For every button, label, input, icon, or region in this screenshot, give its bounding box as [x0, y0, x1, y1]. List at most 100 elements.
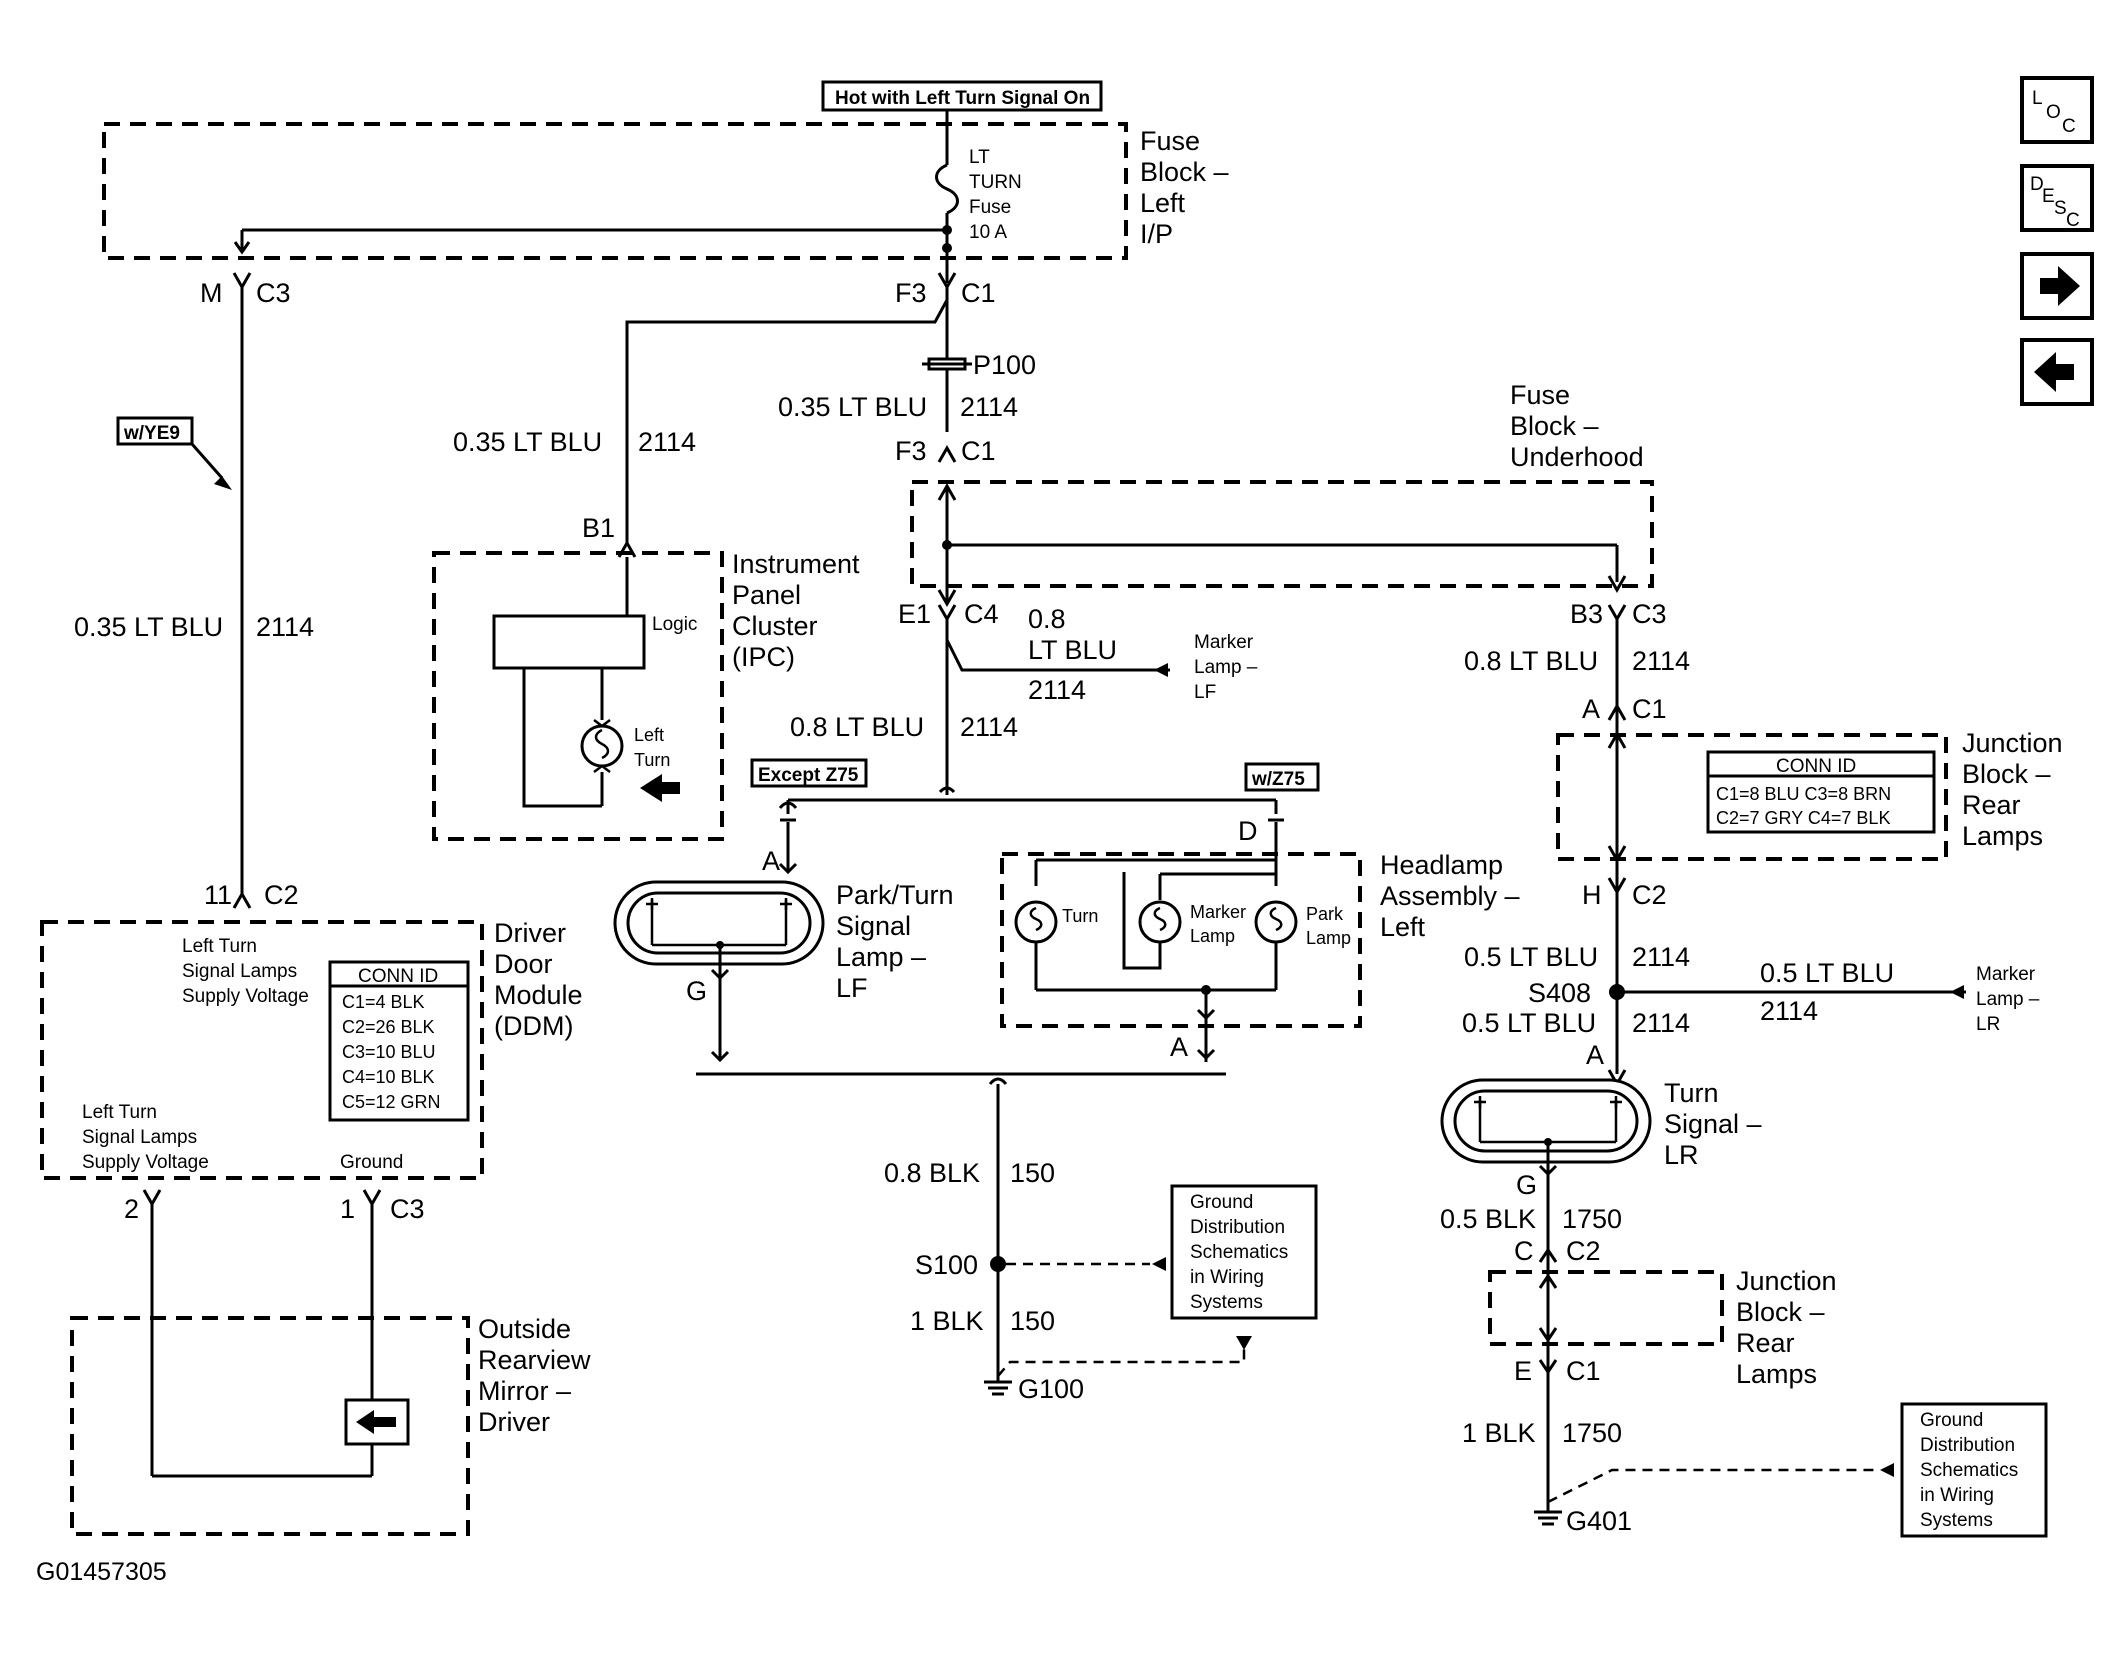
svg-text:2114: 2114 — [960, 392, 1018, 422]
fuse-block-left-ip: Hot with Left Turn Signal On LT TURN Fus… — [102, 80, 1229, 283]
svg-text:Instrument: Instrument — [732, 549, 860, 579]
svg-text:Block –: Block – — [1140, 157, 1229, 187]
svg-text:(DDM): (DDM) — [494, 1011, 573, 1041]
svg-text:CONN ID: CONN ID — [358, 966, 438, 987]
nav-next-button[interactable] — [2020, 252, 2094, 320]
svg-text:G401: G401 — [1566, 1506, 1632, 1536]
svg-text:2114: 2114 — [638, 427, 696, 457]
svg-text:A: A — [1170, 1032, 1188, 1062]
svg-text:Logic: Logic — [652, 614, 697, 635]
svg-text:C2: C2 — [1566, 1236, 1601, 1266]
svg-text:C2: C2 — [1632, 880, 1667, 910]
park-turn-signal-lamp-lf: G Park/Turn Signal Lamp – LF — [613, 880, 954, 1063]
ground-distribution-note-right — [1900, 1402, 2048, 1538]
junction-block-rear-lamps-top: CONN ID C1=8 BLU C3=8 BRN C2=7 GRY C4=7 … — [1556, 728, 2063, 864]
instrument-panel-cluster: 0.35 LT BLU 2114 B1 Logic Left Turn Inst… — [432, 427, 860, 841]
svg-text:Distribution: Distribution — [1190, 1217, 1285, 1238]
rear-lamp-chain-lr: H C2 0.5 LT BLU 2114 S408 0.5 LT BLU 211… — [1440, 877, 2040, 1512]
arrow-right-icon — [2040, 266, 2080, 306]
svg-text:Headlamp: Headlamp — [1380, 850, 1503, 880]
svg-text:Underhood: Underhood — [1510, 442, 1644, 472]
svg-text:LF: LF — [836, 973, 868, 1003]
svg-text:Systems: Systems — [1920, 1510, 1993, 1531]
svg-text:10 A: 10 A — [969, 222, 1007, 243]
svg-text:LT: LT — [969, 147, 990, 168]
svg-text:Mirror –: Mirror – — [478, 1376, 571, 1406]
lt-turn-fuse — [935, 163, 959, 215]
svg-text:Module: Module — [494, 980, 583, 1010]
svg-text:Left: Left — [1380, 912, 1426, 942]
svg-text:w/Z75: w/Z75 — [1251, 769, 1305, 790]
svg-text:(IPC): (IPC) — [732, 642, 795, 672]
connector-e1-c4: E1 C4 0.8 LT BLU 2114 Marker Lamp – LF 0… — [790, 599, 1258, 795]
nav-desc-button[interactable]: D E S C — [2020, 164, 2094, 232]
svg-text:C4=10 BLK: C4=10 BLK — [342, 1067, 435, 1087]
svg-text:w/YE9: w/YE9 — [123, 423, 180, 444]
svg-text:F3: F3 — [895, 436, 927, 466]
svg-text:LT BLU: LT BLU — [1028, 635, 1117, 665]
svg-text:G: G — [686, 976, 707, 1006]
nav-loc-button[interactable]: L O C — [2020, 76, 2094, 144]
svg-text:Rear: Rear — [1962, 790, 2021, 820]
svg-text:2114: 2114 — [1632, 646, 1690, 676]
svg-text:Schematics: Schematics — [1920, 1460, 2018, 1481]
svg-text:150: 150 — [1010, 1306, 1055, 1336]
arrow-left-icon — [356, 1410, 396, 1434]
svg-text:0.35 LT BLU: 0.35 LT BLU — [74, 612, 223, 642]
svg-text:Lamp –: Lamp – — [836, 942, 926, 972]
svg-text:M: M — [200, 278, 223, 308]
svg-text:0.35 LT BLU: 0.35 LT BLU — [453, 427, 602, 457]
svg-text:Marker: Marker — [1190, 902, 1246, 922]
svg-text:Lamp: Lamp — [1190, 926, 1235, 946]
svg-text:0.5 BLK: 0.5 BLK — [1440, 1204, 1536, 1234]
svg-text:Distribution: Distribution — [1920, 1435, 2015, 1456]
option-ye9-note: w/YE9 0.35 LT BLU 2114 — [74, 416, 314, 642]
ground-bus-g100: 0.8 BLK 150 S100 1 BLK 150 G100 Ground D… — [696, 1072, 1318, 1404]
svg-text:1750: 1750 — [1562, 1418, 1622, 1448]
svg-text:C3=10 BLU: C3=10 BLU — [342, 1042, 436, 1062]
svg-text:Schematics: Schematics — [1190, 1242, 1288, 1263]
svg-text:0.8: 0.8 — [1028, 604, 1066, 634]
svg-text:C3: C3 — [256, 278, 291, 308]
svg-text:C3: C3 — [1632, 599, 1667, 629]
nav-prev-button[interactable] — [2020, 338, 2094, 406]
svg-text:0.8 LT BLU: 0.8 LT BLU — [1464, 646, 1598, 676]
svg-text:G: G — [1516, 1170, 1537, 1200]
svg-text:C2=26 BLK: C2=26 BLK — [342, 1017, 435, 1037]
svg-text:C1: C1 — [1566, 1356, 1601, 1386]
fuse-block-underhood: Fuse Block – Underhood — [910, 380, 1654, 608]
svg-text:2114: 2114 — [1632, 1008, 1690, 1038]
svg-text:L: L — [2032, 88, 2043, 109]
svg-text:Outside: Outside — [478, 1314, 571, 1344]
connector-b3-c3: B3 C3 0.8 LT BLU 2114 A C1 — [1464, 599, 1690, 985]
svg-text:Supply Voltage: Supply Voltage — [82, 1152, 209, 1173]
svg-text:Marker: Marker — [1194, 632, 1254, 653]
svg-text:Systems: Systems — [1190, 1292, 1263, 1313]
svg-text:TURN: TURN — [969, 172, 1022, 193]
svg-text:1 BLK: 1 BLK — [1462, 1418, 1536, 1448]
svg-text:LF: LF — [1194, 682, 1216, 703]
ground-distribution-note-mid — [1170, 1184, 1318, 1320]
svg-text:Fuse: Fuse — [969, 197, 1011, 218]
svg-text:Fuse: Fuse — [1510, 380, 1570, 410]
svg-text:Driver: Driver — [478, 1407, 550, 1437]
svg-text:A: A — [1586, 1040, 1604, 1070]
connector-f3-c1-top: F3 C1 P100 0.35 LT BLU 2114 — [625, 272, 1036, 545]
svg-text:Supply Voltage: Supply Voltage — [182, 986, 309, 1007]
svg-text:C1: C1 — [1632, 694, 1667, 724]
svg-text:C1=8 BLU C3=8 BRN: C1=8 BLU C3=8 BRN — [1716, 784, 1891, 804]
svg-text:0.5 LT BLU: 0.5 LT BLU — [1464, 942, 1598, 972]
junction-block-rear-lamps-bottom: Junction Block – Rear Lamps E C1 1 BLK 1… — [1462, 1266, 2048, 1538]
svg-text:A: A — [762, 846, 780, 876]
svg-text:Turn: Turn — [1664, 1078, 1719, 1108]
ipc-logic-box — [492, 614, 646, 670]
svg-text:1 BLK: 1 BLK — [910, 1306, 984, 1336]
svg-text:Lamp –: Lamp – — [1194, 657, 1258, 678]
fuse-block-lip-title: Fuse — [1140, 126, 1200, 156]
connector-f3-c1-underhood: F3 C1 — [895, 436, 996, 466]
svg-text:Door: Door — [494, 949, 553, 979]
svg-text:0.5 LT BLU: 0.5 LT BLU — [1760, 958, 1894, 988]
svg-text:Left: Left — [634, 725, 664, 745]
svg-text:D: D — [1238, 816, 1258, 846]
svg-text:150: 150 — [1010, 1158, 1055, 1188]
